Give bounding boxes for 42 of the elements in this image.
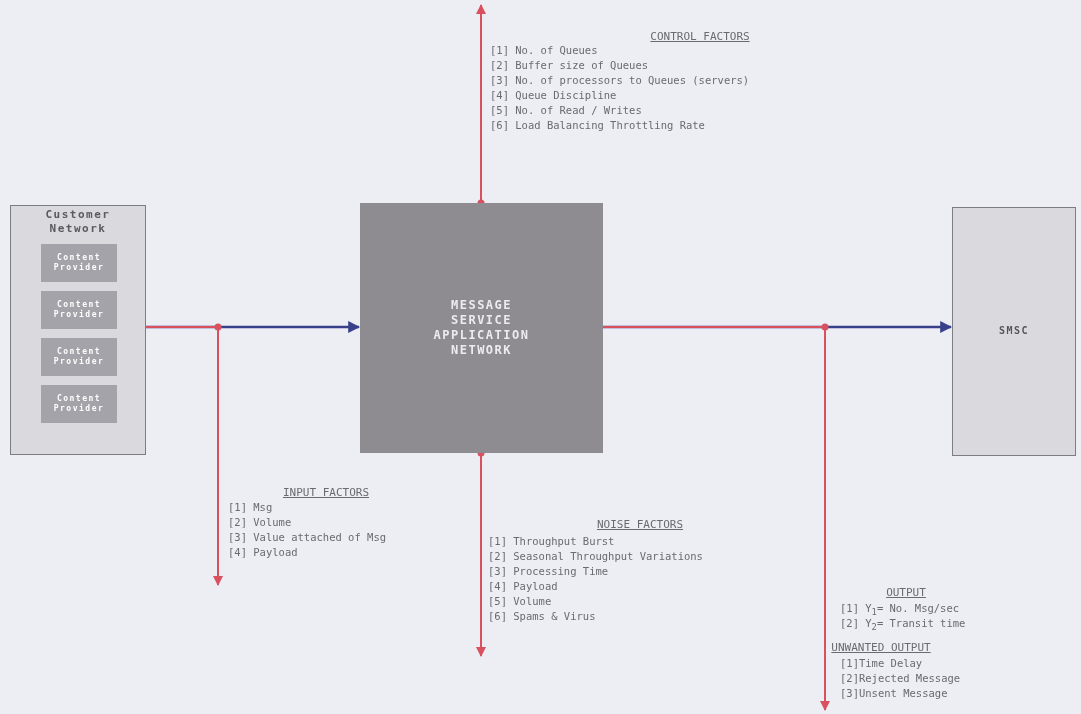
section-heading: NOISE FACTORS: [596, 518, 684, 531]
section-heading: OUTPUT: [886, 586, 926, 599]
provider-box: [41, 291, 117, 329]
node-label: SMSC: [998, 325, 1030, 338]
list-item: [3] Processing Time: [488, 565, 609, 578]
list-item: [3]Unsent Message: [840, 687, 948, 700]
process-box: [360, 203, 603, 453]
list-item: [4] Payload: [488, 580, 558, 593]
provider-box: [41, 385, 117, 423]
node-label: Customer Network: [44, 208, 112, 236]
node-label: Content Provider: [52, 253, 106, 273]
arrow: [602, 326, 830, 711]
section-heading: INPUT FACTORS: [282, 486, 370, 499]
node-label: Content Provider: [52, 347, 106, 367]
arrow: [145, 326, 223, 586]
list-item: [5] Volume: [488, 595, 552, 608]
list-item: [2] Buffer size of Queues: [490, 59, 649, 72]
node-label: Content Provider: [52, 300, 106, 320]
section-heading: CONTROL FACTORS: [650, 30, 750, 43]
list-item: [1] Throughput Burst: [488, 535, 615, 548]
list-item: [5] No. of Read / Writes: [490, 104, 642, 117]
list-item: [2]Rejected Message: [840, 672, 961, 685]
list-item: [1] Msg: [228, 501, 273, 514]
provider-box: [41, 244, 117, 282]
node-label: Content Provider: [52, 394, 106, 414]
list-item: [2] Y$_{2}$= Transit time: [840, 617, 966, 635]
node-label: MESSAGE SERVICE APPLICATION NETWORK: [432, 298, 531, 358]
list-item: [2] Seasonal Throughput Variations: [488, 550, 703, 563]
section-heading: UNWANTED OUTPUT: [831, 641, 931, 654]
list-item: [4] Payload: [228, 546, 298, 559]
network-container-box: [10, 205, 146, 455]
list-item: [3] No. of processors to Queues (servers): [490, 74, 750, 87]
list-item: [1]Time Delay: [840, 657, 923, 670]
list-item: [6] Load Balancing Throttling Rate: [490, 119, 705, 132]
server-box: [952, 207, 1076, 456]
list-item: [6] Spams & Virus: [488, 610, 596, 623]
list-item: [2] Volume: [228, 516, 292, 529]
list-item: [1] No. of Queues: [490, 44, 598, 57]
list-item: [1] Y$_{1}$= No. Msg/sec: [840, 602, 960, 619]
list-item: [4] Queue Discipline: [490, 89, 617, 102]
list-item: [3] Value attached of Msg: [228, 531, 387, 544]
provider-box: [41, 338, 117, 376]
